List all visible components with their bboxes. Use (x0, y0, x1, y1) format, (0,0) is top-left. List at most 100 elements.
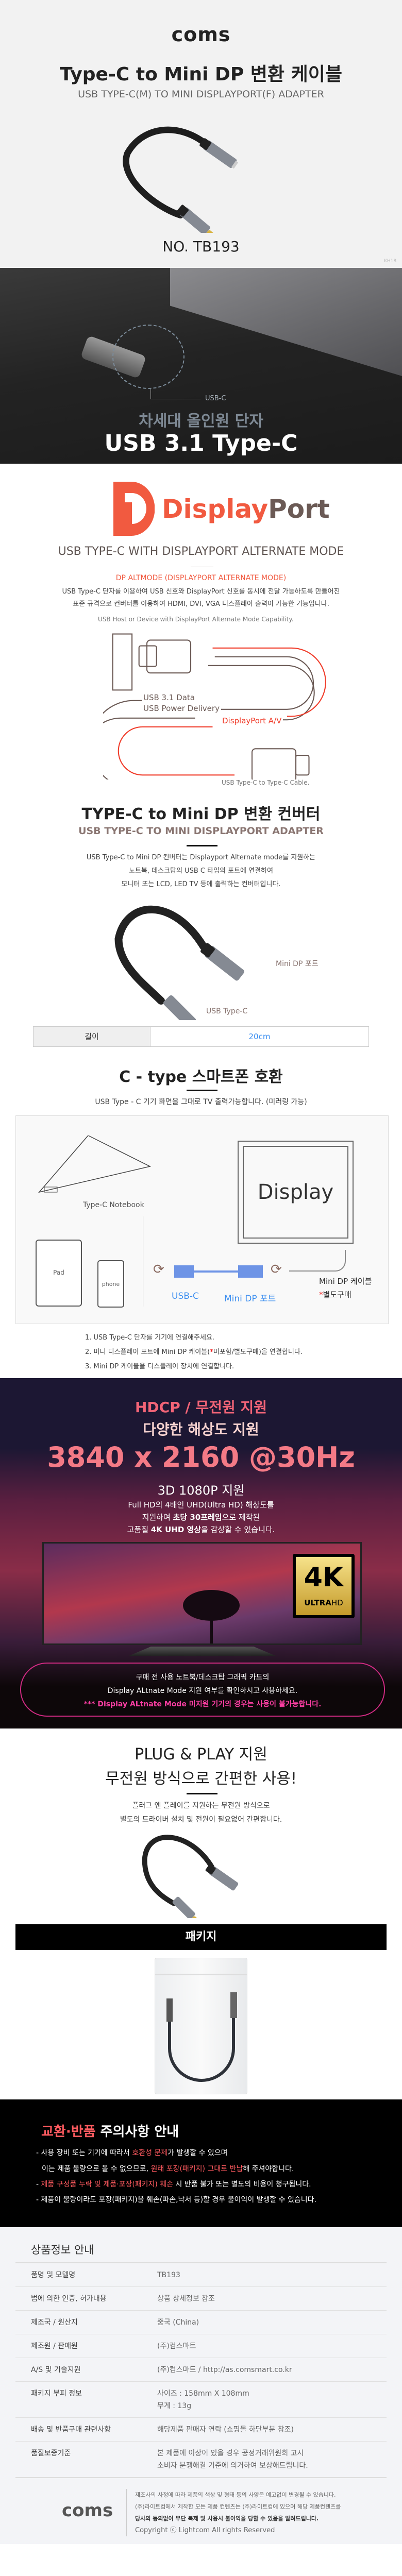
zip-line (155, 1974, 247, 1975)
logo-port: Port (268, 494, 330, 524)
page-title: Type-C to Mini DP 변환 케이블 (60, 64, 342, 85)
label-usb-data: USB 3.1 Data (142, 693, 196, 702)
t: 시 반품 불가 또는 별도의 비용이 청구됩니다. (173, 2180, 311, 2189)
divider (187, 1793, 217, 1794)
notice-3: *** Display ALtnate Mode 미지원 기기의 경우는 사용이… (83, 1700, 322, 1708)
package-bag-image (155, 1958, 247, 2094)
plug-section: PLUG & PLAY 지원 무전원 방식으로 간편한 사용! 플러그 앤 플레… (0, 1728, 402, 1955)
info-value-line: 해당제품 판매자 연락 (쇼핑몰 하단부분 참조) (157, 2426, 294, 2434)
package-photo-section (0, 1955, 402, 2099)
info-value-line: (주)컴스마트 (157, 2342, 196, 2350)
ctype-title: C - type 스마트폰 호환 (119, 1068, 283, 1086)
notice-2: Display ALtnate Mode 지원 여부를 확인하시고 사용하세요. (107, 1687, 298, 1695)
hdcp-desc-3: 고품질 4K UHD 영상을 감상할 수 있습니다. (0, 1526, 402, 1534)
t: 이는 제품 불량으로 볼 수 없으므로, (42, 2165, 151, 2173)
plug-desc-1: 플러그 앤 플레이를 지원하는 무전원 방식으로 (132, 1802, 270, 1810)
cable-product-image (123, 126, 239, 233)
info-row: 제조국 / 원산지 중국 (China) (15, 2310, 387, 2334)
t: 해 주셔야합니다. (243, 2165, 294, 2173)
notice-1: 구매 전 사용 노트북/데스크탑 그래픽 카드의 (136, 1673, 270, 1682)
t: 지원하여 (142, 1513, 173, 1522)
info-key: 제조국 / 원산지 (31, 2318, 78, 2327)
info-value: 중국 (China) (157, 2316, 387, 2329)
diagram-top-label: USB Host or Device with DisplayPort Alte… (98, 616, 294, 623)
usbc-headline: 차세대 올인원 단자 (139, 412, 263, 430)
info-value-line: 중국 (China) (157, 2318, 199, 2327)
tree-trunk (210, 1616, 213, 1643)
arrows-icon: ⟳ (271, 1262, 282, 1277)
mini-dp-cable-icon (289, 1250, 346, 1272)
notebook-icon (38, 1136, 152, 1193)
title-red: 교환·반품 (41, 2124, 96, 2140)
info-key: 품명 및 모델명 (31, 2271, 76, 2279)
t: 을 감상할 수 있습니다. (201, 1525, 275, 1534)
usbc-title: USB 3.1 Type-C (104, 430, 298, 456)
notice-line-1: - 사용 장비 또는 기기에 따라서 호환성 문제가 발생할 수 있으며 (36, 2149, 228, 2157)
info-value: (주)컴스마트 / http://as.comsmart.co.kr (157, 2364, 387, 2376)
monitor-image: 4K ULTRAHD (42, 1542, 362, 1645)
divider (187, 1090, 217, 1091)
step-1: 1. USB Type-C 단자를 기기에 연결해주세요. (85, 1334, 215, 1342)
footer-line: 제조사의 사정에 따라 제품의 색상 및 형태 등의 사양은 예고없이 변경될 … (135, 2492, 336, 2498)
converter-desc-3: 모니터 또는 LCD, LED TV 등에 출력하는 컨버터입니다. (121, 880, 281, 888)
label-mini-dp-port: Mini DP 포트 (276, 960, 319, 968)
notice-line-2: 이는 제품 불량으로 볼 수 없으므로, 원래 포장(패키지) 그대로 반납해 … (42, 2165, 294, 2173)
ctype-desc: USB Type - C 기기 화면을 그대로 TV 출력가능합니다. (미러링… (95, 1098, 307, 1106)
label-phone: phone (102, 1281, 120, 1287)
label-minidp: Mini DP 포트 (224, 1294, 276, 1304)
converter-title: TYPE-C to Mini DP 변환 컨버터 (81, 805, 321, 823)
dp-desc-2: 표준 규격으로 컨버터를 이용하여 HDMI, DVI, VGA 디스플레이 출… (73, 600, 329, 608)
package-header: 패키지 (15, 1924, 387, 1950)
uhd-badge: 4K ULTRAHD (293, 1554, 355, 1618)
step-3: 3. Mini DP 케이블을 디스플레이 장치에 연결합니다. (85, 1363, 234, 1370)
info-key: A/S 및 기술지원 (31, 2366, 81, 2374)
pad-icon: Pad (36, 1240, 82, 1307)
footer-line: 당사의 동의없이 무단 복제 및 사용시 불이익을 당할 수 있음을 알려드립니… (135, 2515, 319, 2522)
spec-table: 길이 20cm (33, 1026, 369, 1047)
footer-divider (126, 2489, 127, 2536)
t: - 사용 장비 또는 기기에 따라서 (36, 2149, 132, 2157)
converter-cable-image (114, 905, 244, 1020)
t: - (36, 2180, 41, 2189)
code-mark: KH18 (384, 259, 397, 264)
label-usb-type-c: USB Type-C (206, 1007, 248, 1015)
t-bold: 초당 30프레임 (173, 1513, 222, 1522)
callout-circle (112, 325, 185, 389)
footer-copyright: Copyright ⓒ Lightcom All rights Reserved (135, 2527, 275, 2534)
label-av: DisplayPort A/V (221, 716, 283, 725)
info-value-line: 소비자 분쟁해결 기준에 의거하여 보상해드립니다. (157, 2462, 308, 2470)
return-notice: 교환·반품 주의사항 안내 - 사용 장비 또는 기기에 따라서 호환성 문제가… (0, 2099, 402, 2227)
hdcp-desc-2: 지원하여 초당 30프레임으로 제작된 (0, 1513, 402, 1522)
bag-connector (230, 1992, 237, 2018)
monitor-stand (129, 1647, 276, 1656)
hdcp-subtitle: 다양한 해상도 지원 (143, 1421, 259, 1438)
info-key: 법에 의한 인증, 허가내용 (31, 2295, 107, 2303)
title-white: 주의사항 안내 (95, 2124, 179, 2140)
badge-hd: HD (331, 1598, 343, 1607)
converter-desc-1: USB Type-C to Mini DP 컨버터는 Displayport A… (86, 854, 316, 861)
badge-ultra: ULTRA (304, 1598, 331, 1607)
usbc-section: USB-C 차세대 올인원 단자 USB 3.1 Type-C (0, 268, 402, 464)
arrows-icon: ⟳ (153, 1262, 164, 1277)
label-notebook: Type-C Notebook (83, 1201, 144, 1209)
label-power: USB Power Delivery (142, 704, 221, 713)
resolution: 3840 x 2160 @30Hz (47, 1441, 355, 1473)
step-2: 2. 미니 디스플레이 포트에 Mini DP 케이블(*미포함/별도구매)을 … (85, 1348, 303, 1356)
info-title: 상품정보 안내 (31, 2244, 94, 2256)
t-red: 호환성 문제 (132, 2149, 168, 2157)
info-value-line: 본 제품에 이상이 있을 경우 공정거래위원회 고시 (157, 2449, 304, 2458)
connection-diagram: Type-C Notebook Pad phone Display ⟳ ⟳ US… (15, 1115, 389, 1324)
step-2-a: 2. 미니 디스플레이 포트에 Mini DP 케이블( (85, 1348, 210, 1356)
model-number: NO. TB193 (162, 238, 240, 255)
badge-4k: 4K (304, 1562, 344, 1593)
info-value: (주)컴스마트 (157, 2340, 387, 2352)
cable-product-image (142, 1835, 239, 1918)
